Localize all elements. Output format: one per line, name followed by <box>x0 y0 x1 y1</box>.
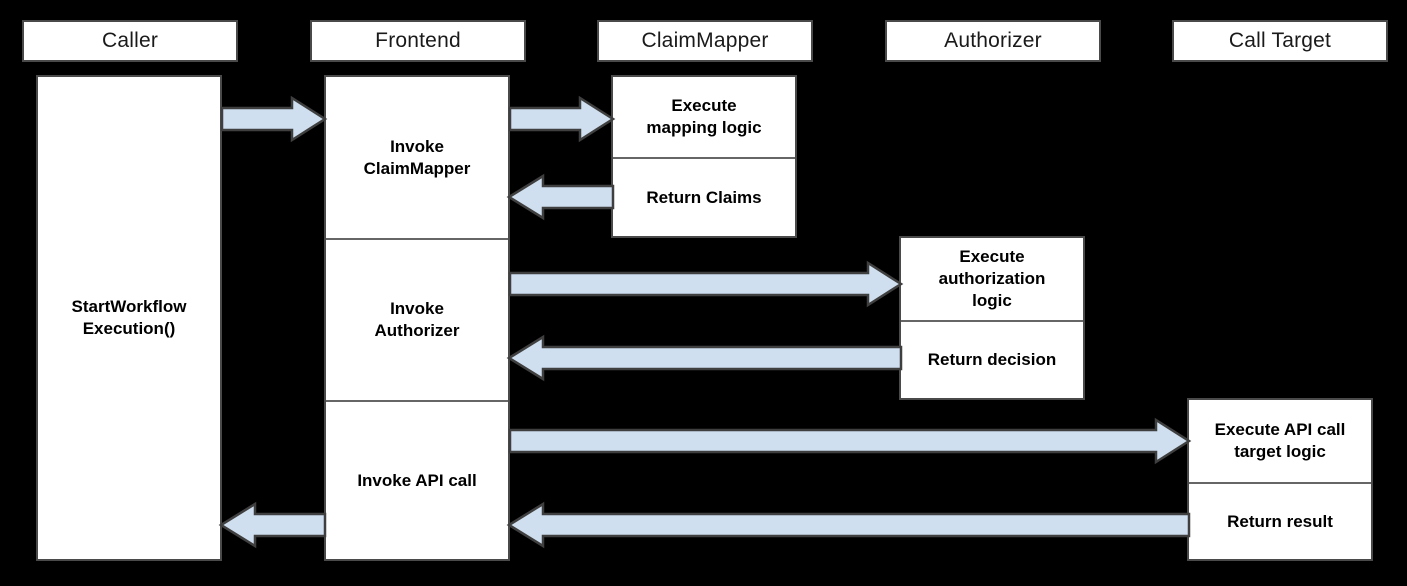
message-arrow-m1[interactable] <box>220 95 328 143</box>
message-arrow-m2[interactable] <box>508 95 616 143</box>
lifeline-calltarget-segment-1[interactable]: Return result <box>1189 482 1371 559</box>
message-arrow-m3[interactable] <box>506 173 615 221</box>
lane-header-frontend[interactable]: Frontend <box>310 20 526 62</box>
lane-header-calltarget[interactable]: Call Target <box>1172 20 1388 62</box>
lane-header-claimmapper[interactable]: ClaimMapper <box>597 20 813 62</box>
lane-header-calltarget-label: Call Target <box>1228 29 1332 52</box>
lifeline-frontend-segment-2[interactable]: Invoke API call <box>326 400 508 559</box>
lifeline-authorizer-segment-1[interactable]: Return decision <box>901 320 1083 398</box>
lane-header-authorizer-label: Authorizer <box>944 29 1042 52</box>
message-arrow-m5[interactable] <box>506 334 903 382</box>
lane-header-frontend-label: Frontend <box>375 29 461 52</box>
message-arrow-m8[interactable] <box>218 501 327 549</box>
lifeline-claimmapper-segment-1-label: Return Claims <box>646 187 762 207</box>
lane-header-caller[interactable]: Caller <box>22 20 238 62</box>
lifeline-frontend-segment-2-label: Invoke API call <box>357 470 477 490</box>
lane-header-claimmapper-label: ClaimMapper <box>641 29 769 52</box>
message-arrow-m4[interactable] <box>508 260 904 308</box>
message-arrow-m6[interactable] <box>508 417 1192 465</box>
lifeline-claimmapper-segment-1[interactable]: Return Claims <box>613 157 795 236</box>
lane-header-caller-label: Caller <box>101 29 159 52</box>
lane-header-authorizer[interactable]: Authorizer <box>885 20 1101 62</box>
lifeline-calltarget-segment-1-label: Return result <box>1227 511 1333 531</box>
message-arrow-m7[interactable] <box>506 501 1191 549</box>
lifeline-authorizer-segment-1-label: Return decision <box>927 350 1057 370</box>
